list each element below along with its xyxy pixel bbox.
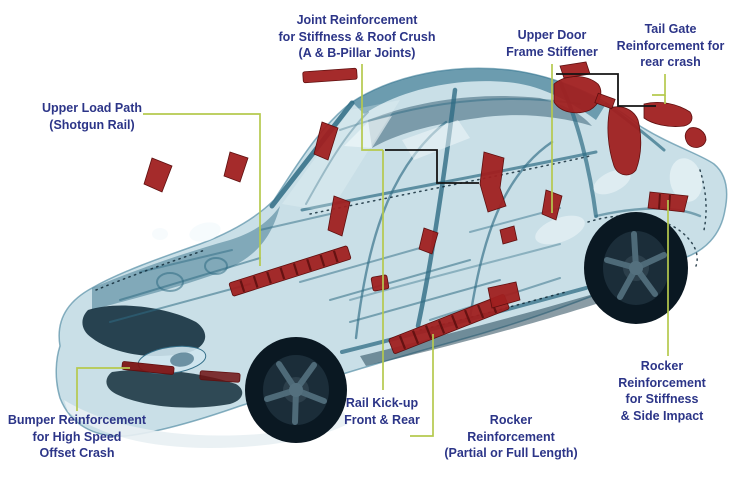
label-rocker-reinforcement-side-impact: Rocker Reinforcement for Stiffness & Sid… — [618, 359, 706, 423]
highlight-a-pillar-lower — [223, 151, 249, 183]
highlight-bumper-beam-2 — [199, 370, 241, 383]
highlight-door-small — [418, 227, 439, 255]
front-wheel — [245, 337, 347, 443]
callout-bumper — [76, 367, 130, 411]
roof-band — [352, 68, 606, 120]
floor-shadow — [360, 292, 600, 366]
label-joint-reinforcement: Joint Reinforcement for Stiffness & Roof… — [278, 13, 436, 60]
callout-lines — [76, 64, 669, 437]
callout-tailgate-black — [556, 73, 656, 107]
highlight-rocker-rear — [487, 281, 521, 309]
highlight-a-pillar-upper — [313, 121, 339, 161]
label-bumper-reinforcement: Bumper Reinforcement for High Speed Offs… — [7, 413, 147, 460]
label-upper-door-frame-stiffener: Upper Door Frame Stiffener — [506, 28, 598, 59]
callout-b-pillar-black — [385, 149, 479, 184]
callout-joint-reinforcement — [361, 64, 383, 151]
reinforcement-highlights — [121, 61, 707, 383]
grille-dark — [82, 305, 206, 357]
highlight-tailgate-cluster — [553, 61, 707, 176]
highlight-quarter-small — [499, 225, 518, 245]
label-tail-gate-reinforcement: Tail Gate Reinforcement for rear crash — [616, 22, 725, 69]
highlight-a-pillar-far — [143, 157, 173, 193]
callout-rocker-partial — [410, 334, 434, 437]
rear-wheel — [584, 212, 688, 324]
highlight-rocker-bar — [388, 294, 510, 354]
callout-lines-dark — [385, 73, 656, 184]
callout-upper-load-path — [143, 113, 261, 266]
highlight-b-pillar-joint — [479, 151, 507, 213]
label-upper-load-path: Upper Load Path (Shotgun Rail) — [41, 101, 142, 132]
highlight-shotgun-rail — [228, 245, 352, 297]
label-rocker-reinforcement-partial: Rocker Reinforcement (Partial or Full Le… — [444, 413, 578, 460]
label-rail-kickup: Rail Kick-up Front & Rear — [344, 396, 420, 427]
highlight-bumper-beam — [121, 361, 175, 375]
car-structure — [55, 67, 728, 448]
cabin-shadow — [368, 96, 592, 148]
hood-shading — [92, 206, 280, 310]
highlight-kickup — [370, 274, 390, 292]
cutouts — [152, 100, 703, 245]
highlight-roof-joint — [302, 67, 358, 84]
callout-tail-gate-stub — [652, 74, 666, 96]
highlight-b-pillar-mid — [327, 195, 351, 237]
